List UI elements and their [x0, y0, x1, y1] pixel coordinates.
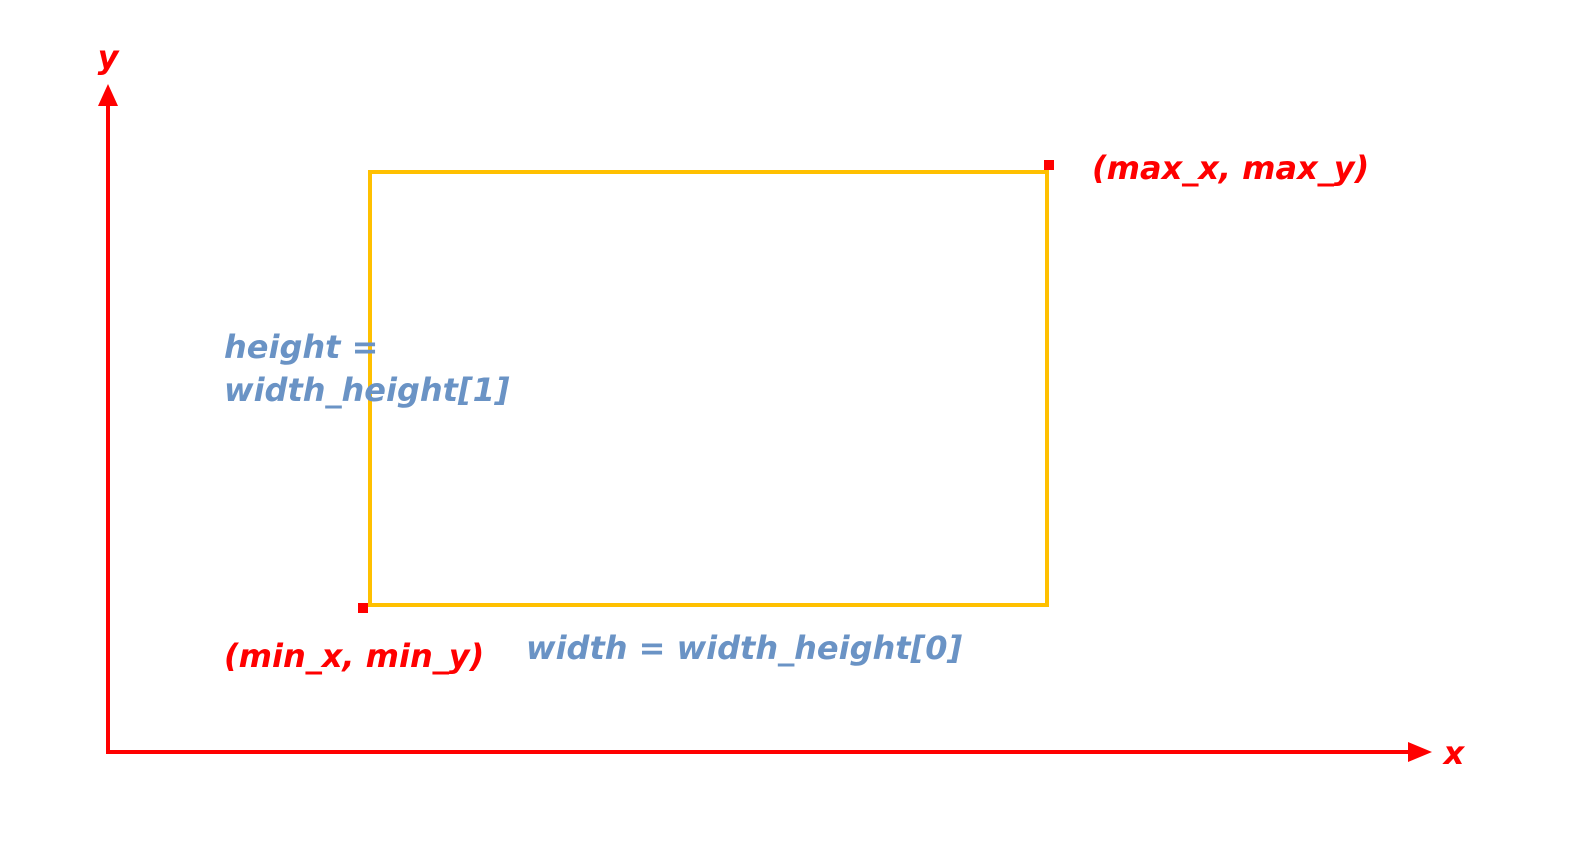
width-label: width = width_height[0]: [526, 629, 962, 667]
height-label-line1: height =: [224, 328, 378, 366]
x-axis-arrowhead: [1408, 742, 1432, 762]
max-point-label: (max_x, max_y): [1092, 149, 1369, 187]
y-axis-arrowhead: [98, 84, 118, 106]
x-axis-label: x: [1442, 734, 1466, 772]
y-axis-label: y: [98, 38, 120, 76]
height-label-line2: width_height[1]: [224, 371, 510, 409]
bounding-rectangle: [368, 170, 1049, 607]
min-corner-point: [358, 603, 368, 613]
max-corner-point: [1044, 160, 1054, 170]
min-point-label: (min_x, min_y): [224, 637, 484, 675]
